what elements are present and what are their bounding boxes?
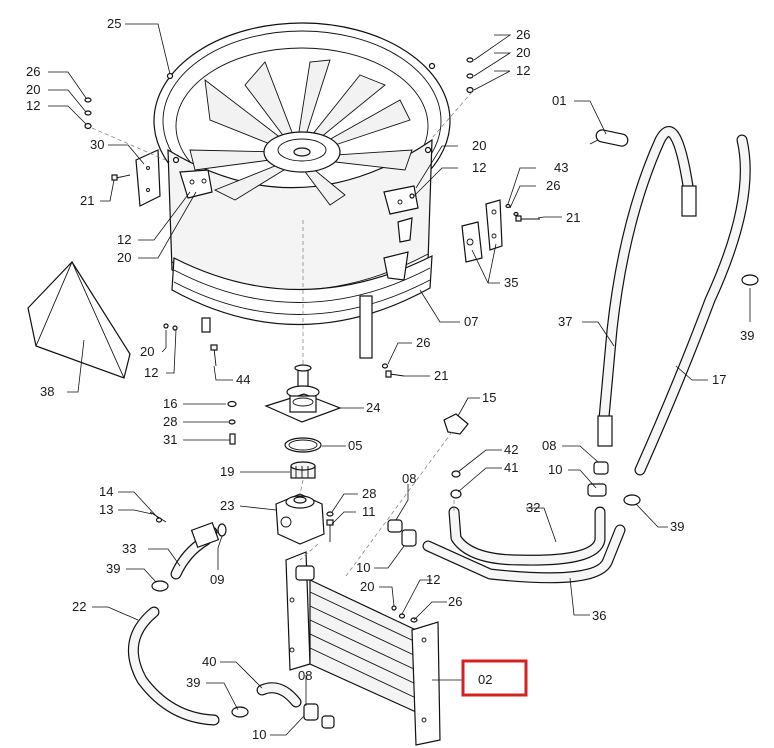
callout-35: 35	[504, 275, 518, 290]
callout-25: 25	[107, 16, 121, 31]
callout-08: 08	[298, 668, 312, 683]
callout-19: 19	[220, 464, 234, 479]
callout-12: 12	[26, 98, 40, 113]
callout-20: 20	[472, 138, 486, 153]
callout-39: 39	[186, 675, 200, 690]
plates-35	[461, 199, 503, 263]
hoses	[127, 126, 751, 726]
callout-07: 07	[464, 314, 478, 329]
clip-01	[589, 129, 629, 147]
callout-26: 26	[516, 27, 530, 42]
radiator	[285, 551, 441, 746]
callout-21: 21	[566, 210, 580, 225]
callout-42: 42	[504, 442, 518, 457]
hydraulic-pump	[275, 493, 325, 545]
callout-26: 26	[26, 64, 40, 79]
callout-31: 31	[163, 432, 177, 447]
callout-39: 39	[670, 519, 684, 534]
collars	[303, 461, 609, 729]
callout-09: 09	[210, 572, 224, 587]
callout-23: 23	[220, 498, 234, 513]
callout-12: 12	[117, 232, 131, 247]
callout-21: 21	[80, 193, 94, 208]
callout-12: 12	[426, 572, 440, 587]
shroud-brackets	[179, 169, 419, 281]
leader-lines	[48, 23, 751, 736]
small-hardware	[84, 57, 540, 623]
cover-38	[27, 261, 131, 379]
fitting-15	[443, 413, 469, 435]
callout-17: 17	[712, 372, 726, 387]
callout-43: 43	[554, 160, 568, 175]
callout-13: 13	[99, 502, 113, 517]
callout-12: 12	[516, 63, 530, 78]
callout-20: 20	[117, 250, 131, 265]
callout-05: 05	[348, 438, 362, 453]
callout-24: 24	[366, 400, 380, 415]
callout-20: 20	[140, 344, 154, 359]
callout-15: 15	[482, 390, 496, 405]
callout-40: 40	[202, 654, 216, 669]
hose-clamps	[151, 274, 759, 718]
callout-44: 44	[236, 372, 250, 387]
callout-22: 22	[72, 599, 86, 614]
callout-02: 02	[478, 672, 492, 687]
callout-26: 26	[416, 335, 430, 350]
callout-08: 08	[402, 471, 416, 486]
callout-21: 21	[434, 368, 448, 383]
callout-39: 39	[740, 328, 754, 343]
callout-08: 08	[542, 438, 556, 453]
fan-blades	[189, 59, 413, 206]
callout-12: 12	[144, 365, 158, 380]
callout-33: 33	[122, 541, 136, 556]
callout-38: 38	[40, 384, 54, 399]
callout-20: 20	[26, 82, 40, 97]
callout-01: 01	[552, 93, 566, 108]
callout-11: 11	[362, 504, 376, 519]
callout-14: 14	[99, 484, 113, 499]
callout-36: 36	[592, 608, 606, 623]
assembly-lines	[91, 91, 473, 577]
callout-12: 12	[472, 160, 486, 175]
callout-10: 10	[548, 462, 562, 477]
callout-10: 10	[252, 727, 266, 742]
highlight-box	[461, 659, 528, 697]
callout-39: 39	[106, 561, 120, 576]
fan-ring	[171, 254, 433, 359]
callout-32: 32	[526, 500, 540, 515]
callout-28: 28	[362, 486, 376, 501]
callout-37: 37	[558, 314, 572, 329]
callout-20: 20	[360, 579, 374, 594]
callout-28: 28	[163, 414, 177, 429]
callout-26: 26	[448, 594, 462, 609]
callout-30: 30	[90, 137, 104, 152]
callout-20: 20	[516, 45, 530, 60]
callout-labels: 25 26 20 12 26 20 12 30 21 12 20 20 12 4…	[26, 16, 754, 742]
hub-assembly	[264, 364, 342, 479]
callout-16: 16	[163, 396, 177, 411]
callout-26: 26	[546, 178, 560, 193]
callout-10: 10	[356, 560, 370, 575]
callout-41: 41	[504, 460, 518, 475]
